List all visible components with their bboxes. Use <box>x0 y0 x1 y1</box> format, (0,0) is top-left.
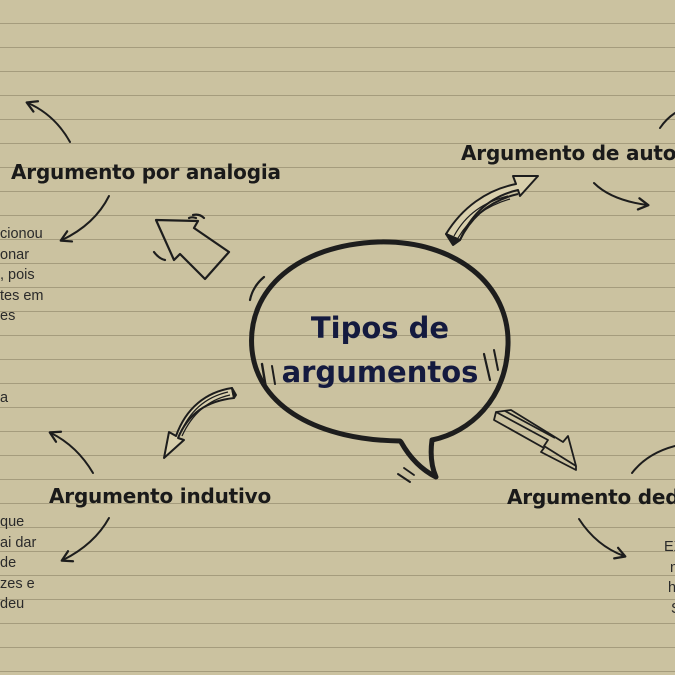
snippet-dedutivo-line: h <box>668 580 675 596</box>
connector-autoridade-right <box>593 182 650 211</box>
snippet-analogia-line <box>0 368 44 389</box>
curved-3d-arrow-down-left-icon <box>163 387 237 459</box>
heading-autoridade: Argumento de autor <box>461 141 675 165</box>
heading-indutivo: Argumento indutivo <box>49 484 272 508</box>
snippet-dedutivo: EX n h S <box>664 537 675 619</box>
snippet-indutivo-line: que <box>0 514 25 530</box>
snippet-analogia-line <box>0 327 44 348</box>
snippet-analogia-line: , pois <box>0 267 35 283</box>
connector-analogia-bottom <box>59 195 110 243</box>
snippet-analogia-line: es <box>0 308 16 324</box>
snippet-analogia-line: a <box>0 390 9 406</box>
heading-analogia: Argumento por analogia <box>11 160 281 184</box>
connector-analogia-top <box>25 100 71 143</box>
snippet-analogia-line: onar <box>0 246 30 263</box>
snippet-dedutivo-line: n <box>670 559 675 576</box>
speech-bubble <box>248 239 511 483</box>
heading-dedutivo: Argumento dedu <box>507 485 675 509</box>
snippet-dedutivo-line: EX <box>664 539 675 555</box>
connector-indutivo-bottom <box>60 517 110 563</box>
snippet-analogia-line: tes em <box>0 287 44 304</box>
connector-dedutivo-top <box>631 445 675 474</box>
hollow-arrow-up-left-icon <box>152 213 231 281</box>
snippet-indutivo-line: ai dar <box>0 534 37 551</box>
snippet-dedutivo-line: S <box>664 599 675 620</box>
connector-indutivo-top <box>48 430 94 474</box>
curved-3d-arrow-up-right-icon <box>445 175 539 246</box>
connector-arrows <box>25 100 675 563</box>
snippet-analogia-line <box>0 347 44 368</box>
center-title-line-2: argumentos <box>281 355 479 389</box>
connector-dedutivo-bottom <box>578 518 627 560</box>
snippet-indutivo-line: zes e <box>0 575 35 592</box>
snippet-analogia-line: cionou <box>0 226 43 242</box>
snippet-indutivo-line: de <box>0 555 17 571</box>
snippet-indutivo: que ai dar de zes e deu <box>0 512 36 615</box>
snippet-analogia: cionou onar , pois tes em es a <box>0 224 44 409</box>
center-title-line-1: Tipos de <box>310 311 450 345</box>
straight-3d-arrow-down-right-icon <box>493 409 577 471</box>
center-title: Tipos de argumentos <box>270 306 490 394</box>
connector-autoridade-top <box>659 112 675 129</box>
snippet-indutivo-line: deu <box>0 596 25 612</box>
